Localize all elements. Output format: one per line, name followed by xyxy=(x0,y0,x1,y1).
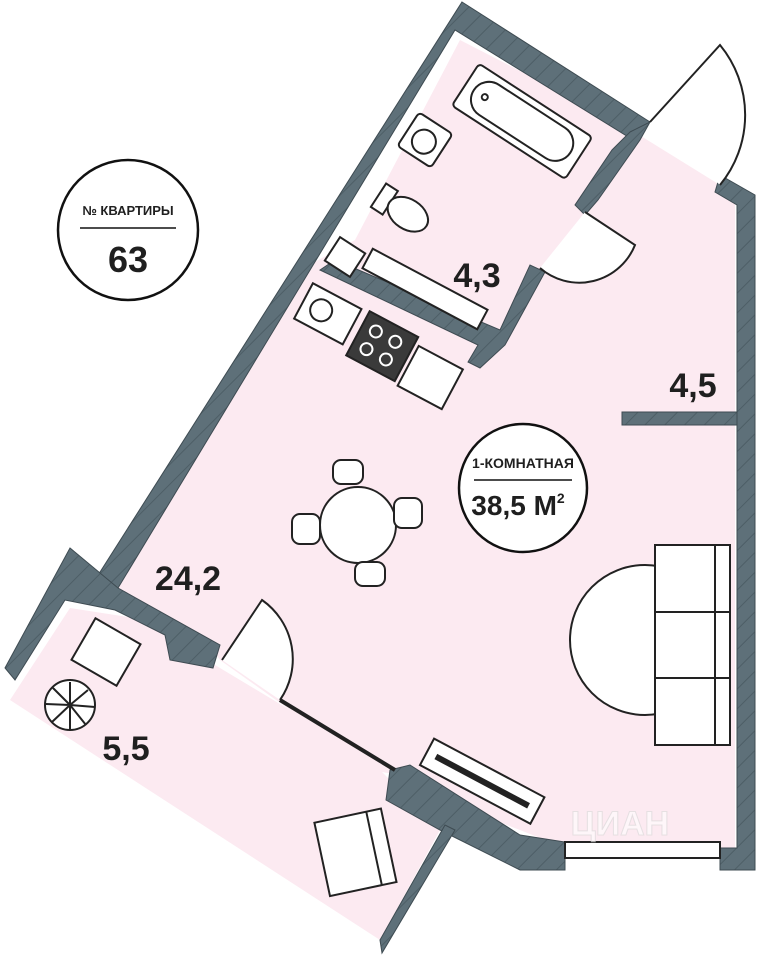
door-swings xyxy=(221,43,747,701)
wardrobe xyxy=(361,247,489,331)
hallway-area: 4,5 xyxy=(669,367,716,405)
total-area: 38,5 М2 xyxy=(471,490,565,521)
sofa xyxy=(654,544,731,746)
hall-partition xyxy=(621,411,738,426)
window-bottom xyxy=(564,841,721,859)
balcony-table xyxy=(70,616,142,688)
apartment-number: 63 xyxy=(108,239,148,280)
bathroom-sink xyxy=(397,112,453,168)
armchair xyxy=(313,807,398,898)
watermark-logo: ЦИАН xyxy=(571,805,669,843)
plant-icon xyxy=(44,679,96,731)
bottom-wall xyxy=(385,764,566,871)
living-room-area: 24,2 xyxy=(155,560,221,598)
apartment-label: № КВАРТИРЫ xyxy=(82,203,173,218)
bathtub xyxy=(452,64,592,179)
walls xyxy=(4,1,756,955)
bathroom-area: 4,3 xyxy=(453,257,500,295)
chair xyxy=(332,459,364,485)
bathroom-door xyxy=(539,211,637,284)
kitchen-sink xyxy=(292,281,363,346)
fixtures xyxy=(44,64,731,898)
balcony-edge xyxy=(379,824,456,955)
stove xyxy=(344,309,420,383)
chair xyxy=(393,497,423,529)
balcony-door-line xyxy=(278,698,397,772)
dining-table xyxy=(319,486,397,564)
summary-badge: 1-КОМНАТНАЯ 38,5 М2 xyxy=(457,422,589,554)
apartment-number-badge: № КВАРТИРЫ 63 xyxy=(56,158,200,302)
chair xyxy=(354,561,386,587)
bathroom-wall xyxy=(574,120,652,216)
balcony-area: 5,5 xyxy=(102,730,149,768)
living-wall-bump xyxy=(4,547,221,681)
toilet xyxy=(369,182,430,233)
cabinet xyxy=(323,235,367,279)
chair xyxy=(291,513,321,545)
balcony-door xyxy=(221,598,294,701)
radiator xyxy=(418,737,546,826)
fridge xyxy=(396,344,465,411)
entrance-door xyxy=(649,43,747,186)
apartment-type: 1-КОМНАТНАЯ xyxy=(472,455,574,471)
